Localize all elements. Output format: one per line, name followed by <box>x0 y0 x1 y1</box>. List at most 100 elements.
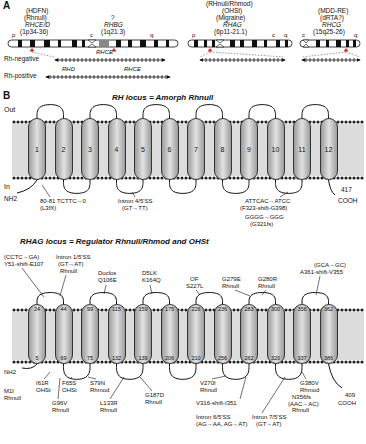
loop-connector <box>37 105 64 118</box>
helix-number: 236 <box>218 307 227 313</box>
annotation-label: OF <box>190 276 198 282</box>
annotation-label: M1I <box>4 388 14 394</box>
helix-number: 8 <box>221 146 225 153</box>
annotation-label: q <box>354 32 357 38</box>
annotation-label: q <box>284 32 287 38</box>
helix-number: 262 <box>244 356 253 362</box>
helix-number: 226 <box>191 307 200 313</box>
annotation-label: Intron 1/5'SS <box>56 254 91 260</box>
helix-box: 226 210 <box>187 304 205 364</box>
helix-box: 236 256 <box>214 304 232 364</box>
annotation-label: G187D <box>145 392 164 398</box>
annotation-label: (F323-shift-G398) <box>240 205 287 211</box>
loop-connector <box>143 105 170 118</box>
helix-number: 362 <box>324 307 333 313</box>
helix-number: 206 <box>165 356 174 362</box>
helix-box: 3 <box>81 118 99 180</box>
helix-box: 356337 <box>293 304 311 364</box>
helix-box: 362386 <box>320 304 338 364</box>
helix-box: 175206 <box>161 304 179 364</box>
annotation-label: In <box>4 183 10 190</box>
annotation-label: Intron 7/5'SS <box>252 414 287 420</box>
gene-label: RHAG locus = Regulator Rhnull/Rhmod and … <box>20 238 209 246</box>
annotation-label: ? <box>111 15 115 22</box>
annotation-label: (GT→AT) <box>256 421 282 427</box>
annotation-label: (RHnull/Rhmod) <box>206 1 253 8</box>
helix-box: 1 <box>28 118 46 180</box>
gene-label: RHAG <box>223 22 242 29</box>
helix-number: 139 <box>138 356 147 362</box>
annotation-label: q <box>150 32 153 38</box>
annotation-label: ATTCAC→ATCC <box>245 198 290 204</box>
gene-label: RHBG <box>104 22 123 29</box>
annotation-label: (Rhnull) <box>24 15 47 22</box>
annotation-label: (GT→AT) <box>58 261 84 267</box>
helix-box: 4 <box>108 118 126 180</box>
annotation-label: 80-81 TCTTC→0 <box>40 198 86 204</box>
annotation-label: (MDD-RE) <box>318 8 348 15</box>
gene-label: RHCE <box>96 49 113 55</box>
annotation-label: OHSt <box>62 387 77 393</box>
helix-box: 7 <box>187 118 205 180</box>
annotation-label: (1p34-36) <box>20 29 48 36</box>
helix-number: 1 <box>35 146 39 153</box>
annotation-label: c <box>302 32 305 38</box>
helix-number: 210 <box>191 356 200 362</box>
loop-connector <box>302 293 329 305</box>
annotation-label: GGGG→GGG <box>245 214 284 220</box>
annotation-label: B <box>3 91 10 101</box>
annotation-label: A <box>3 1 10 11</box>
helix-box: 11 <box>293 118 311 180</box>
loop-connector <box>64 180 91 193</box>
helix-number: 6 <box>168 146 172 153</box>
helix-box: 283262 <box>240 304 258 364</box>
annotation-label: (OHSt) <box>222 8 242 15</box>
loop-connector <box>37 293 64 305</box>
loop-connector <box>223 364 250 379</box>
annotation-label: (G321fs) <box>250 221 273 227</box>
annotation-label: Intron 4/5'SS <box>118 198 153 204</box>
annotation-label: OHSt <box>36 387 51 393</box>
helix-number: 24 <box>34 307 40 313</box>
helix-number: 320 <box>271 356 280 362</box>
loop-connector <box>223 180 250 193</box>
helix-box: 300320 <box>267 304 285 364</box>
annotation-label: Rhnull <box>145 399 162 405</box>
terminus-tail <box>17 180 342 388</box>
annotation-label: S79N <box>90 380 105 386</box>
helix-number: 11 <box>298 146 305 153</box>
helix-number: 356 <box>297 307 306 313</box>
helix-number: 4 <box>115 146 119 153</box>
annotation-label: (Migraine) <box>216 15 245 22</box>
annotation-label: p <box>192 32 195 38</box>
loop-connector <box>90 105 117 118</box>
gene-label: RHCG <box>322 22 341 29</box>
annotation-label: Rhmod <box>90 387 109 393</box>
loop-connector <box>276 364 303 379</box>
annotation-label: p <box>12 32 15 38</box>
annotation-label: V316-shift-I351 <box>196 400 237 406</box>
annotation-label: Rhnull <box>258 283 275 289</box>
helix-number: 10 <box>272 146 280 153</box>
helix-box: 245 <box>28 304 46 364</box>
helix-number: 256 <box>218 356 227 362</box>
helix-box: 12 <box>320 118 338 180</box>
annotation-label: COOH <box>338 198 358 205</box>
annotation-label: COOH <box>338 400 356 406</box>
annotation-label: N356fs <box>292 394 311 400</box>
annotation-label: (GT→TT) <box>122 205 148 211</box>
helix-number: 99 <box>87 307 93 313</box>
helix-number: 132 <box>112 356 121 362</box>
helix-number: 2 <box>62 146 66 153</box>
annotation-label: (1q21.3) <box>101 29 125 36</box>
annotation-label: (6p11-21.1) <box>214 29 247 36</box>
loop-connector <box>196 105 223 118</box>
annotation-label: Rhnull <box>292 407 309 413</box>
helix-box: 4469 <box>55 304 73 364</box>
annotation-label: (GCA→GC) <box>314 262 346 268</box>
helix-number: 5 <box>141 146 145 153</box>
helix-number: 44 <box>60 307 66 313</box>
annotation-label: Rhnull <box>60 268 77 274</box>
annotation-label: V270I <box>200 380 216 386</box>
